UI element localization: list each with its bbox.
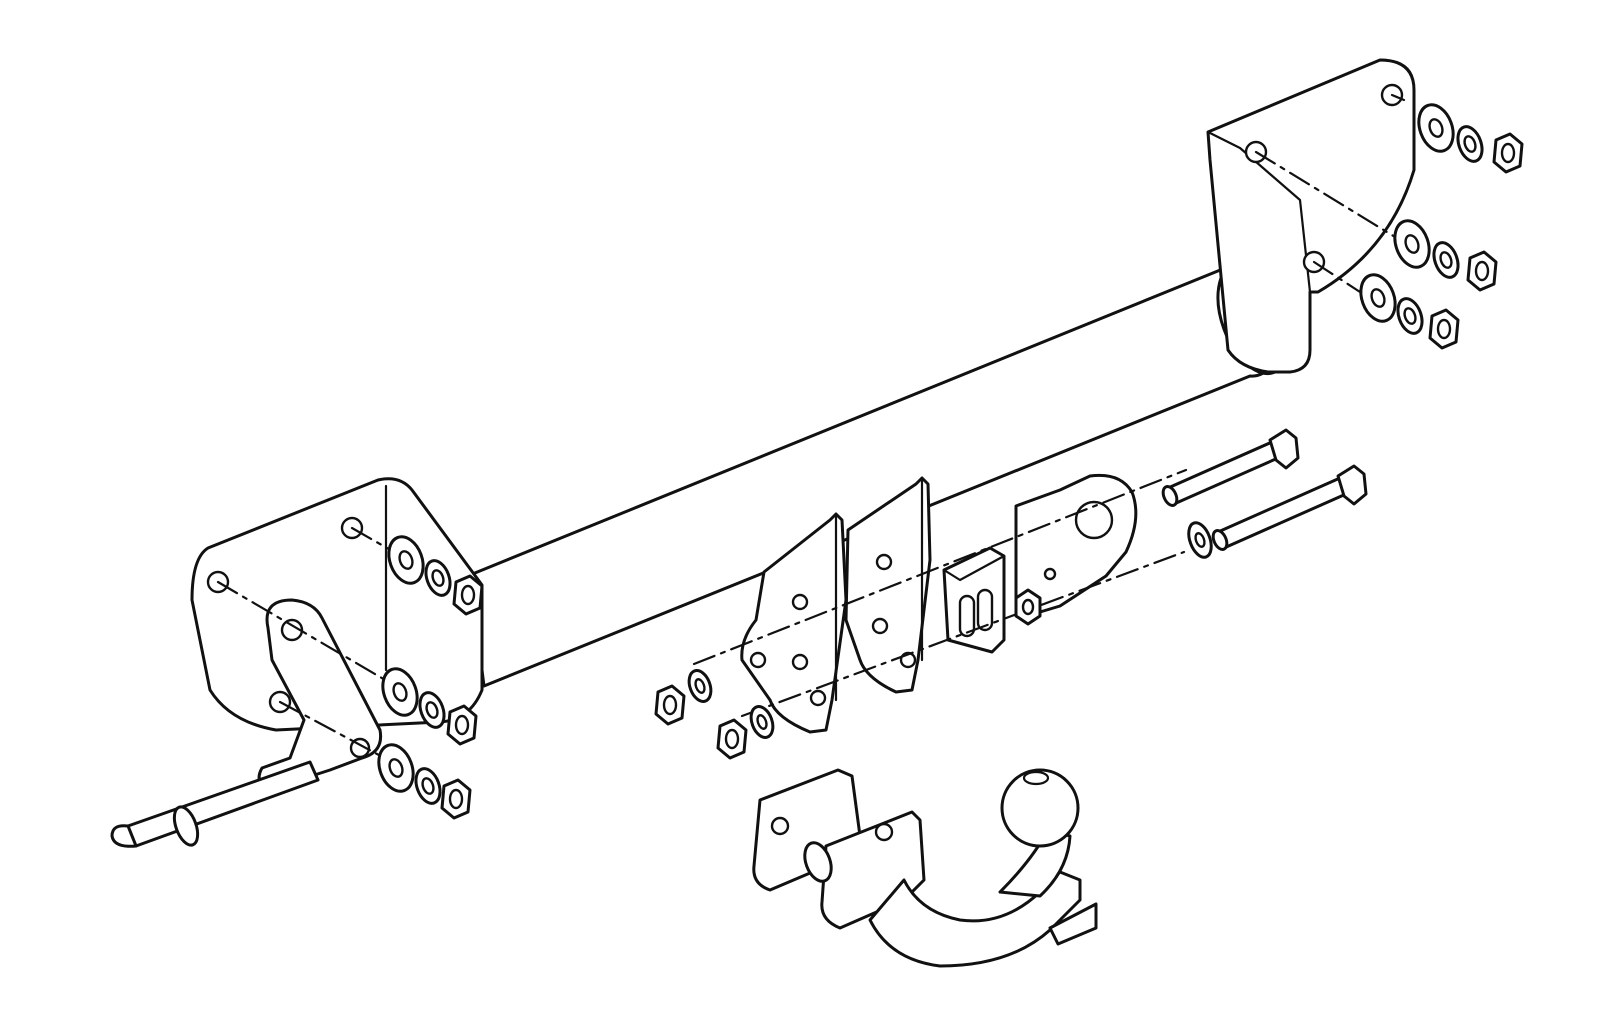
fastener-stack-right-top [1417, 103, 1524, 174]
long-bolt [1211, 464, 1368, 551]
long-bolt [1161, 428, 1300, 507]
fastener-stack-center-upper [654, 669, 713, 726]
socket-plate [1014, 473, 1138, 623]
towbar-neck [752, 768, 1098, 968]
fastener-stack-right-low [1359, 273, 1460, 350]
left-strap-bracket [257, 598, 383, 792]
assembly-axes [216, 93, 1406, 764]
locking-pin [110, 760, 320, 848]
fastener-stack-right-mid [1393, 219, 1498, 292]
center-bracket-left [740, 512, 848, 734]
fastener-receiver-bolt [1014, 588, 1042, 626]
washer [1187, 521, 1213, 559]
center-bracket-right [844, 476, 932, 694]
ball [1000, 768, 1080, 848]
right-mounting-plate [1206, 58, 1416, 374]
fastener-stack-left-low [377, 743, 472, 820]
fastener-stack-left-mid [381, 667, 478, 746]
fastener-stack-center-lower [716, 705, 775, 760]
receiver-block [942, 546, 1006, 654]
fastener-stack-left-top [387, 535, 484, 616]
